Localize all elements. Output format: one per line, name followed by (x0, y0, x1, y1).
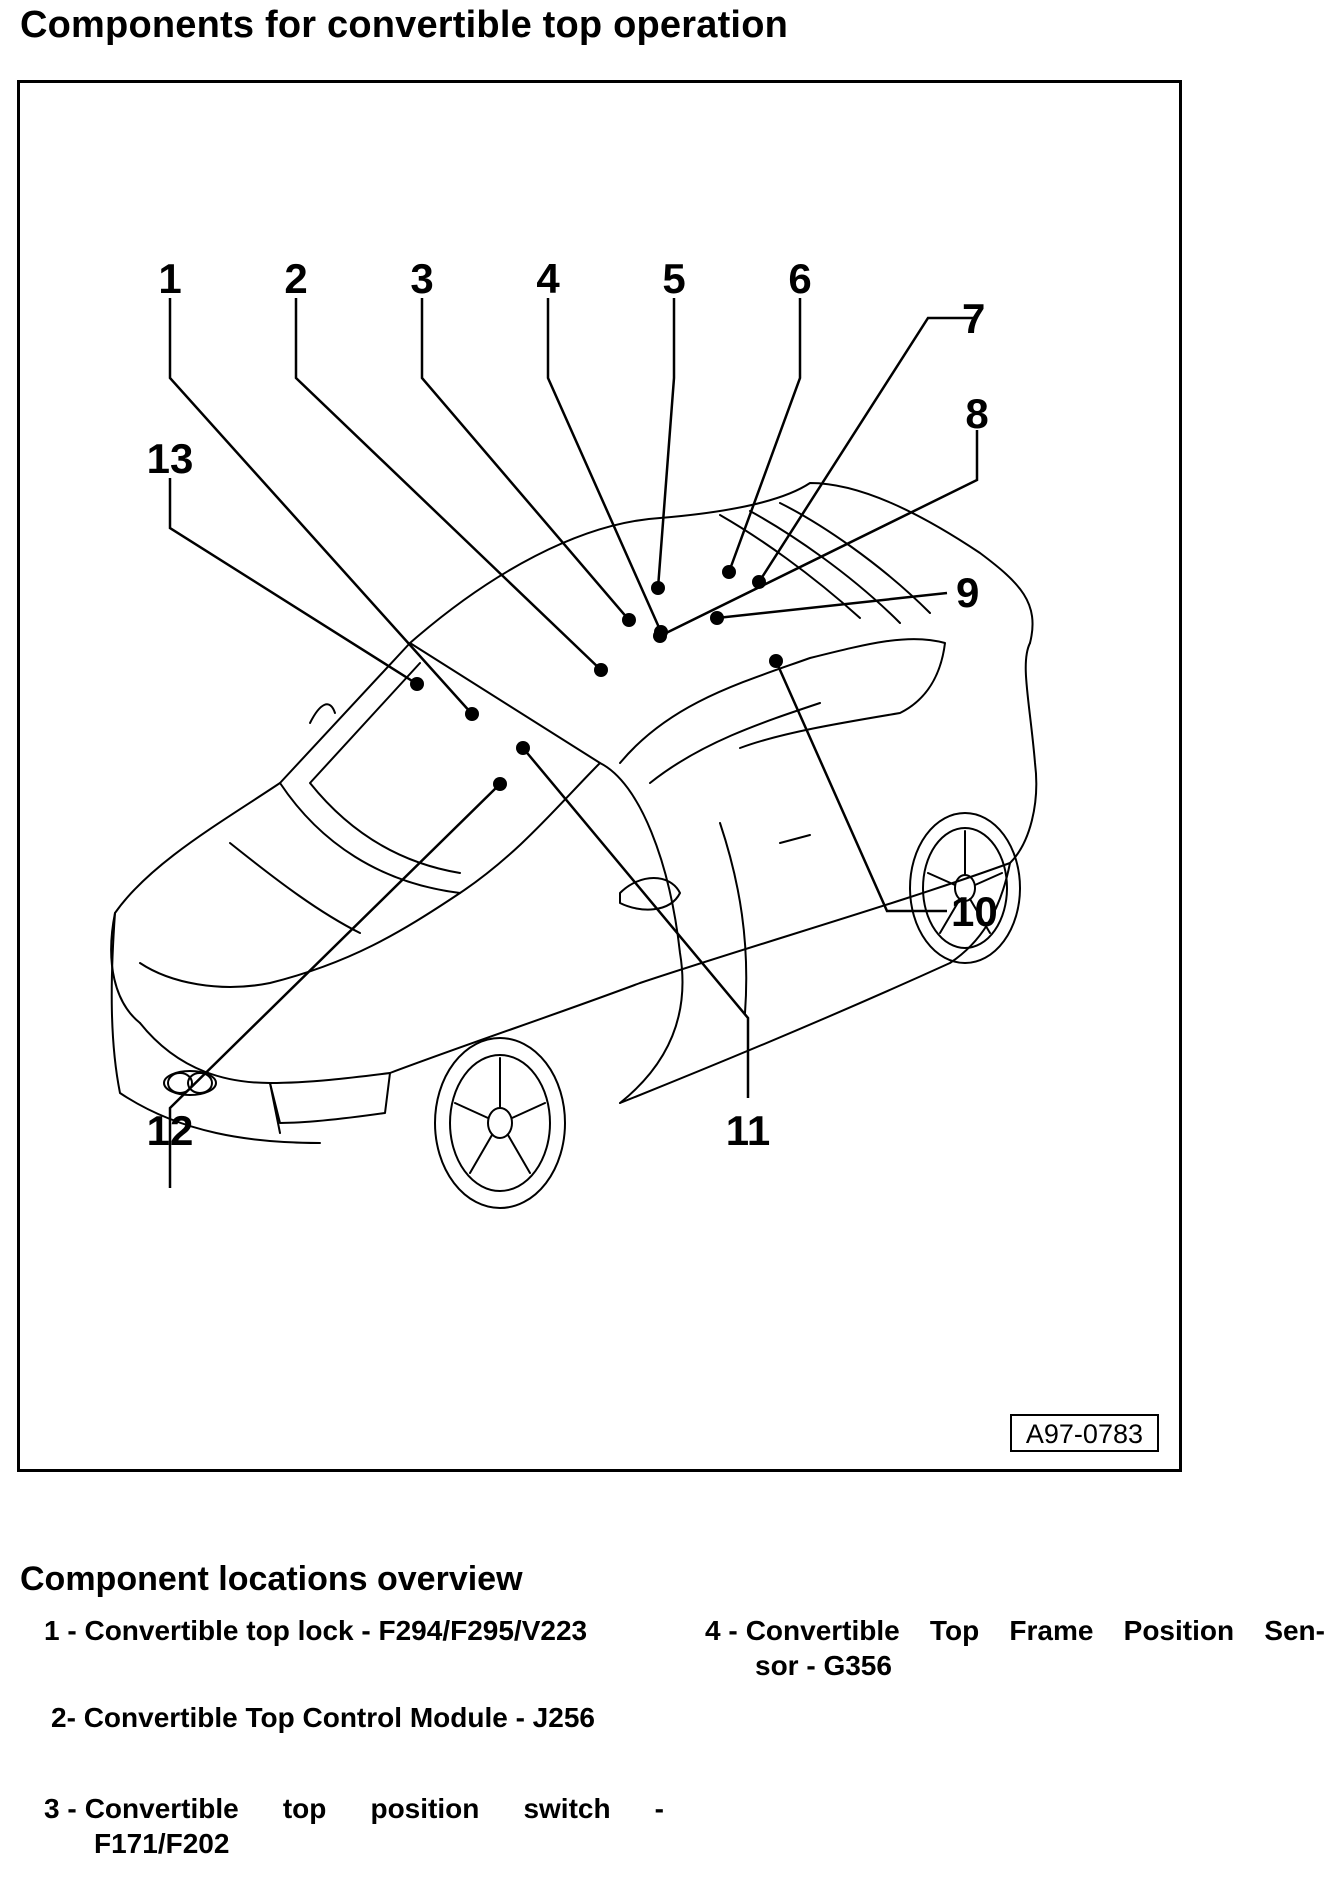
diagram-frame: 1 2 3 4 5 6 7 8 9 10 11 12 13 A97-0783 (17, 80, 1182, 1472)
legend-text: Convertible Top Control Module - J256 (83, 1702, 595, 1733)
page-title: Components for convertible top operation (20, 4, 789, 46)
car-outline (110, 482, 1038, 1209)
callout-10: 10 (951, 888, 998, 935)
callout-3: 3 (410, 255, 433, 302)
callout-4: 4 (536, 255, 560, 302)
callout-11: 11 (726, 1107, 770, 1154)
legend-item-2: 2- Convertible Top Control Module - J256 (51, 1700, 671, 1735)
callout-7: 7 (962, 295, 985, 342)
legend-item-1: 1 - Convertible top lock - F294/F295/V22… (44, 1613, 664, 1648)
callout-5: 5 (662, 255, 685, 302)
callout-2: 2 (284, 255, 307, 302)
callout-numbers: 1 2 3 4 5 6 7 8 9 10 11 12 13 (147, 255, 998, 1154)
legend-text-line1: Convertible top position switch - (84, 1793, 664, 1824)
callout-13: 13 (147, 435, 194, 482)
callout-12: 12 (147, 1107, 194, 1154)
figure-id-label: A97-0783 (1009, 1414, 1159, 1452)
callout-6: 6 (788, 255, 811, 302)
legend-number: 3 - (44, 1793, 77, 1824)
legend-number: 1 - (44, 1615, 77, 1646)
legend-text: Convertible top lock - F294/F295/V223 (84, 1615, 588, 1646)
leader-lines (168, 298, 979, 1188)
legend-item-4: 4 - Convertible Top Frame Position Sen- … (705, 1613, 1325, 1683)
callout-1: 1 (158, 255, 181, 302)
legend-item-3: 3 - Convertible top position switch - F1… (44, 1791, 664, 1861)
callout-9: 9 (956, 569, 979, 616)
section-title: Component locations overview (20, 1560, 523, 1598)
callout-dots (410, 565, 783, 791)
car-diagram: 1 2 3 4 5 6 7 8 9 10 11 12 13 (110, 255, 1038, 1209)
legend-text-line1: Convertible Top Frame Position Sen- (745, 1615, 1325, 1646)
legend-number: 2- (51, 1702, 76, 1733)
legend-text-line2: F171/F202 (94, 1828, 230, 1859)
callout-8: 8 (965, 390, 988, 437)
legend-text-line2: sor - G356 (755, 1650, 892, 1681)
legend-number: 4 - (705, 1615, 738, 1646)
